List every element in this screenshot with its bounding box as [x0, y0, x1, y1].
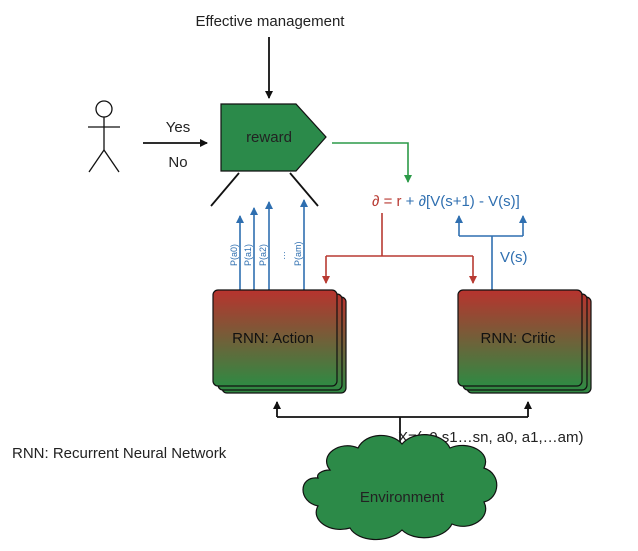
critic-value-arrows: [455, 215, 527, 290]
policy-output-arrows: [236, 199, 308, 291]
policy-label-0: P(a0): [229, 244, 239, 266]
formula-lhs: ∂: [372, 193, 379, 210]
funnel-left: [210, 172, 240, 207]
environment-label: Environment: [360, 489, 445, 506]
yes-label: Yes: [166, 119, 190, 136]
rnn-action-box: RNN: Action: [212, 289, 347, 394]
policy-label-ellipsis: …: [277, 251, 287, 260]
policy-label-m: P(am): [293, 241, 303, 266]
reward-label: reward: [246, 129, 292, 146]
td-error-formula: ∂ = r + ∂[V(s+1) - V(s)]: [372, 193, 520, 210]
rnn-critic-box: RNN: Critic: [457, 289, 592, 394]
rnn-critic-label: RNN: Critic: [481, 330, 556, 347]
rnn-action-label: RNN: Action: [232, 330, 314, 347]
policy-output-labels: P(a0) P(a1) P(a2) … P(am): [229, 241, 303, 266]
rnn-definition-label: RNN: Recurrent Neural Network: [12, 445, 227, 462]
funnel-right: [289, 172, 319, 207]
person-icon: [88, 100, 120, 173]
formula-eq-r: = r: [379, 193, 401, 210]
policy-label-1: P(a1): [243, 244, 253, 266]
formula-rest: + ∂[V(s+1) - V(s)]: [402, 193, 520, 210]
error-feedback-arrows: [322, 213, 477, 284]
reward-shape: [220, 103, 327, 172]
no-label: No: [168, 154, 187, 171]
critic-output-label: V(s): [500, 249, 528, 266]
environment-cloud: Environment: [302, 434, 498, 541]
policy-label-2: P(a2): [258, 244, 268, 266]
reward-to-formula-arrow: [332, 142, 412, 183]
effective-management-label: Effective management: [196, 13, 346, 30]
